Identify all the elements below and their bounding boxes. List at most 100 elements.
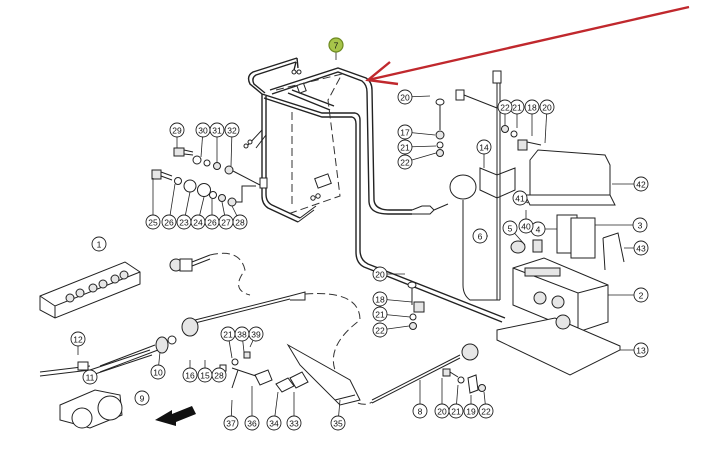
callout-label: 39 xyxy=(251,330,261,340)
callout-circle xyxy=(91,236,107,252)
wiring-harness xyxy=(243,57,506,323)
callout-label: 37 xyxy=(226,419,236,429)
callout-8: 8 xyxy=(412,380,428,419)
callout-label: 20 xyxy=(437,407,447,417)
callout-circle xyxy=(169,122,185,138)
callout-18: 18 xyxy=(372,291,413,307)
callout-19: 19 xyxy=(463,395,479,419)
callout-7: 7 xyxy=(328,37,344,60)
callout-label: 20 xyxy=(542,103,552,113)
callout-26: 26 xyxy=(161,183,177,230)
callout-circle xyxy=(330,415,346,431)
callout-circle xyxy=(244,415,260,431)
callout-circle xyxy=(372,266,388,282)
callout-label: 2 xyxy=(639,291,644,301)
callout-34: 34 xyxy=(266,391,282,431)
callout-circle xyxy=(145,214,161,230)
callout-circle xyxy=(286,415,302,431)
callout-circle xyxy=(372,306,388,322)
callout-label: 21 xyxy=(400,143,410,153)
callout-label: 22 xyxy=(375,326,385,336)
callout-circle xyxy=(328,37,344,53)
callout-label: 6 xyxy=(478,232,483,242)
callout-16: 16 xyxy=(182,360,198,383)
callout-20: 20 xyxy=(434,378,450,419)
callout-43: 43 xyxy=(624,240,649,256)
connector-cable xyxy=(39,291,479,405)
callout-label: 18 xyxy=(527,103,537,113)
callout-label: 13 xyxy=(636,346,646,356)
callout-label: 42 xyxy=(636,180,646,190)
callout-22: 22 xyxy=(497,99,513,125)
callout-circle xyxy=(412,403,428,419)
callout-label: 35 xyxy=(333,419,343,429)
callout-circle xyxy=(397,89,413,105)
callout-2: 2 xyxy=(608,287,649,303)
callout-9: 9 xyxy=(134,390,150,406)
callout-42: 42 xyxy=(612,176,649,192)
callout-circle xyxy=(539,99,555,115)
callout-label: 10 xyxy=(153,368,163,378)
callout-label: 24 xyxy=(193,218,203,228)
callout-22: 22 xyxy=(397,152,437,170)
callout-31: 31 xyxy=(209,122,225,162)
callout-20: 20 xyxy=(539,99,555,144)
callout-label: 7 xyxy=(334,41,339,51)
callout-label: 41 xyxy=(515,194,525,204)
callout-15: 15 xyxy=(197,360,213,383)
callout-28: 28 xyxy=(211,367,227,383)
callout-24: 24 xyxy=(190,196,206,230)
callout-circle xyxy=(476,139,492,155)
callout-30: 30 xyxy=(195,122,211,158)
callout-circle xyxy=(211,367,227,383)
control-unit-assembly xyxy=(407,70,625,394)
callout-13: 13 xyxy=(620,342,649,358)
callout-label: 29 xyxy=(172,126,182,136)
callout-21: 21 xyxy=(509,99,525,128)
callout-circle xyxy=(502,220,518,236)
callout-circle xyxy=(633,287,649,303)
callout-1: 1 xyxy=(91,236,107,252)
callout-label: 16 xyxy=(185,371,195,381)
callout-21: 21 xyxy=(220,326,236,359)
callout-40: 40 xyxy=(518,210,534,234)
callout-label: 32 xyxy=(227,126,237,136)
callout-circle xyxy=(372,322,388,338)
callout-label: 33 xyxy=(289,419,299,429)
callout-36: 36 xyxy=(244,386,260,431)
control-pendant xyxy=(39,252,251,319)
callout-circle xyxy=(248,326,264,342)
callout-circle xyxy=(209,122,225,138)
callout-10: 10 xyxy=(150,351,166,380)
highlight-arrow xyxy=(365,5,690,86)
callout-38: 38 xyxy=(234,326,250,353)
callout-label: 36 xyxy=(247,419,257,429)
callout-4: 4 xyxy=(530,221,557,237)
callout-label: 38 xyxy=(237,330,247,340)
callout-label: 5 xyxy=(508,224,513,234)
callout-label: 28 xyxy=(214,371,224,381)
callout-21: 21 xyxy=(397,139,437,155)
callout-circle xyxy=(512,190,528,206)
callout-label: 27 xyxy=(221,218,231,228)
callout-circle xyxy=(232,214,248,230)
callout-32: 32 xyxy=(224,122,240,167)
callout-label: 9 xyxy=(140,394,145,404)
callout-circle xyxy=(372,291,388,307)
callout-label: 34 xyxy=(269,419,279,429)
callout-label: 20 xyxy=(375,270,385,280)
callout-label: 17 xyxy=(400,128,410,138)
callout-label: 3 xyxy=(638,221,643,231)
callout-35: 35 xyxy=(330,399,346,431)
callout-circle xyxy=(632,217,648,233)
callout-circle xyxy=(633,342,649,358)
callout-label: 22 xyxy=(500,103,510,113)
callout-label: 4 xyxy=(536,225,541,235)
callout-26: 26 xyxy=(204,199,220,230)
fastener-stack-upper-left xyxy=(151,147,261,207)
callout-circle xyxy=(82,369,98,385)
callout-circle xyxy=(397,154,413,170)
callout-label: 14 xyxy=(479,143,489,153)
callout-circle xyxy=(497,99,513,115)
